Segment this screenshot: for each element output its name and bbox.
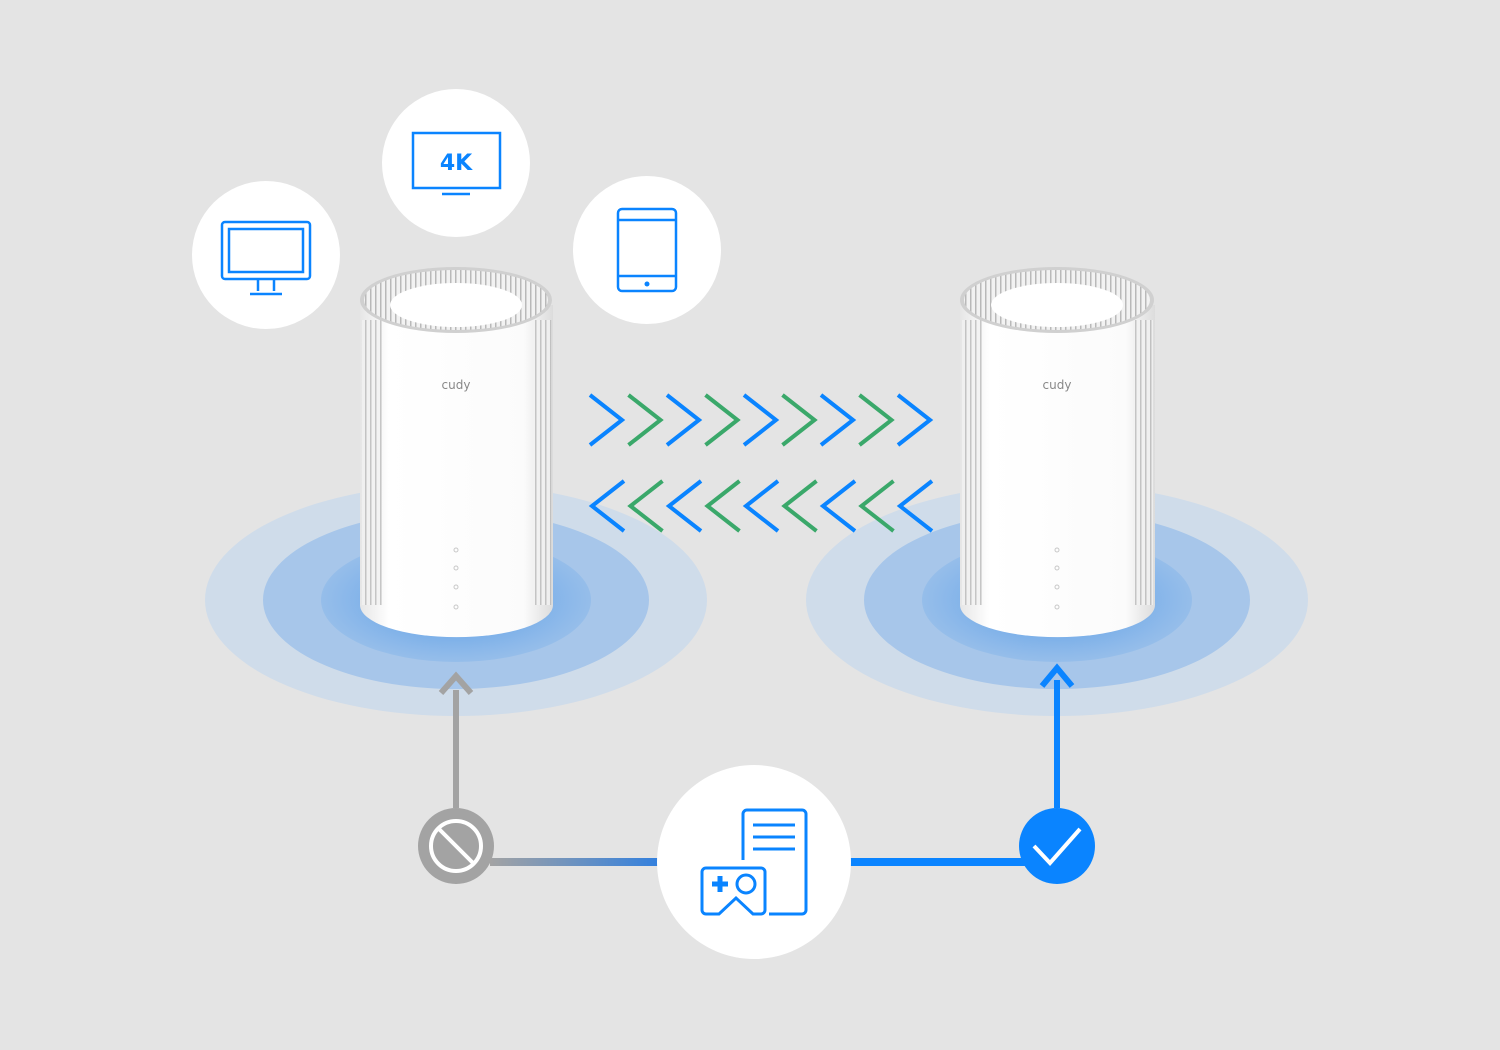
monitor-bubble	[192, 181, 340, 329]
chevron-left-icon	[588, 479, 626, 533]
arrow-up-icon	[438, 671, 474, 695]
tv-4k-icon	[411, 131, 502, 196]
monitor-icon	[220, 220, 312, 296]
gaming-console-pc-icon	[700, 808, 808, 916]
chevron-right-icon	[627, 393, 664, 447]
ban-icon	[418, 808, 494, 884]
chevron-right-icon	[665, 393, 703, 447]
chevron-left-icon	[665, 479, 703, 533]
tablet-icon	[616, 207, 678, 293]
chevron-left-icon	[819, 479, 857, 533]
router-right: cudy	[960, 267, 1155, 638]
arrow-up-icon	[1039, 663, 1075, 688]
router-left: cudy	[360, 267, 553, 638]
tv-label: 4K	[440, 151, 473, 176]
connection-line-left	[490, 858, 665, 866]
router-brand-logo: cudy	[442, 378, 471, 392]
chevron-right-icon	[819, 393, 857, 447]
connection-lines	[438, 663, 1075, 866]
router-brand-logo: cudy	[1043, 378, 1072, 392]
connection-line-right	[845, 858, 1025, 866]
chevron-left-icon	[896, 479, 934, 533]
chevron-right-icon	[858, 393, 895, 447]
chevron-right-icon	[781, 393, 818, 447]
chevron-left-icon	[627, 479, 664, 533]
chevron-left-icon	[742, 479, 780, 533]
chevron-right-icon	[896, 393, 934, 447]
check-icon	[1019, 808, 1095, 884]
backhaul-chevrons	[588, 393, 934, 533]
chevron-right-icon	[704, 393, 741, 447]
chevron-right-icon	[588, 393, 626, 447]
chevron-left-icon	[781, 479, 818, 533]
gaming-bubble	[657, 765, 851, 959]
chevron-left-icon	[704, 479, 741, 533]
chevron-left-icon	[858, 479, 895, 533]
tv-bubble: 4K	[382, 89, 530, 237]
chevron-right-icon	[742, 393, 780, 447]
tablet-bubble	[573, 176, 721, 324]
